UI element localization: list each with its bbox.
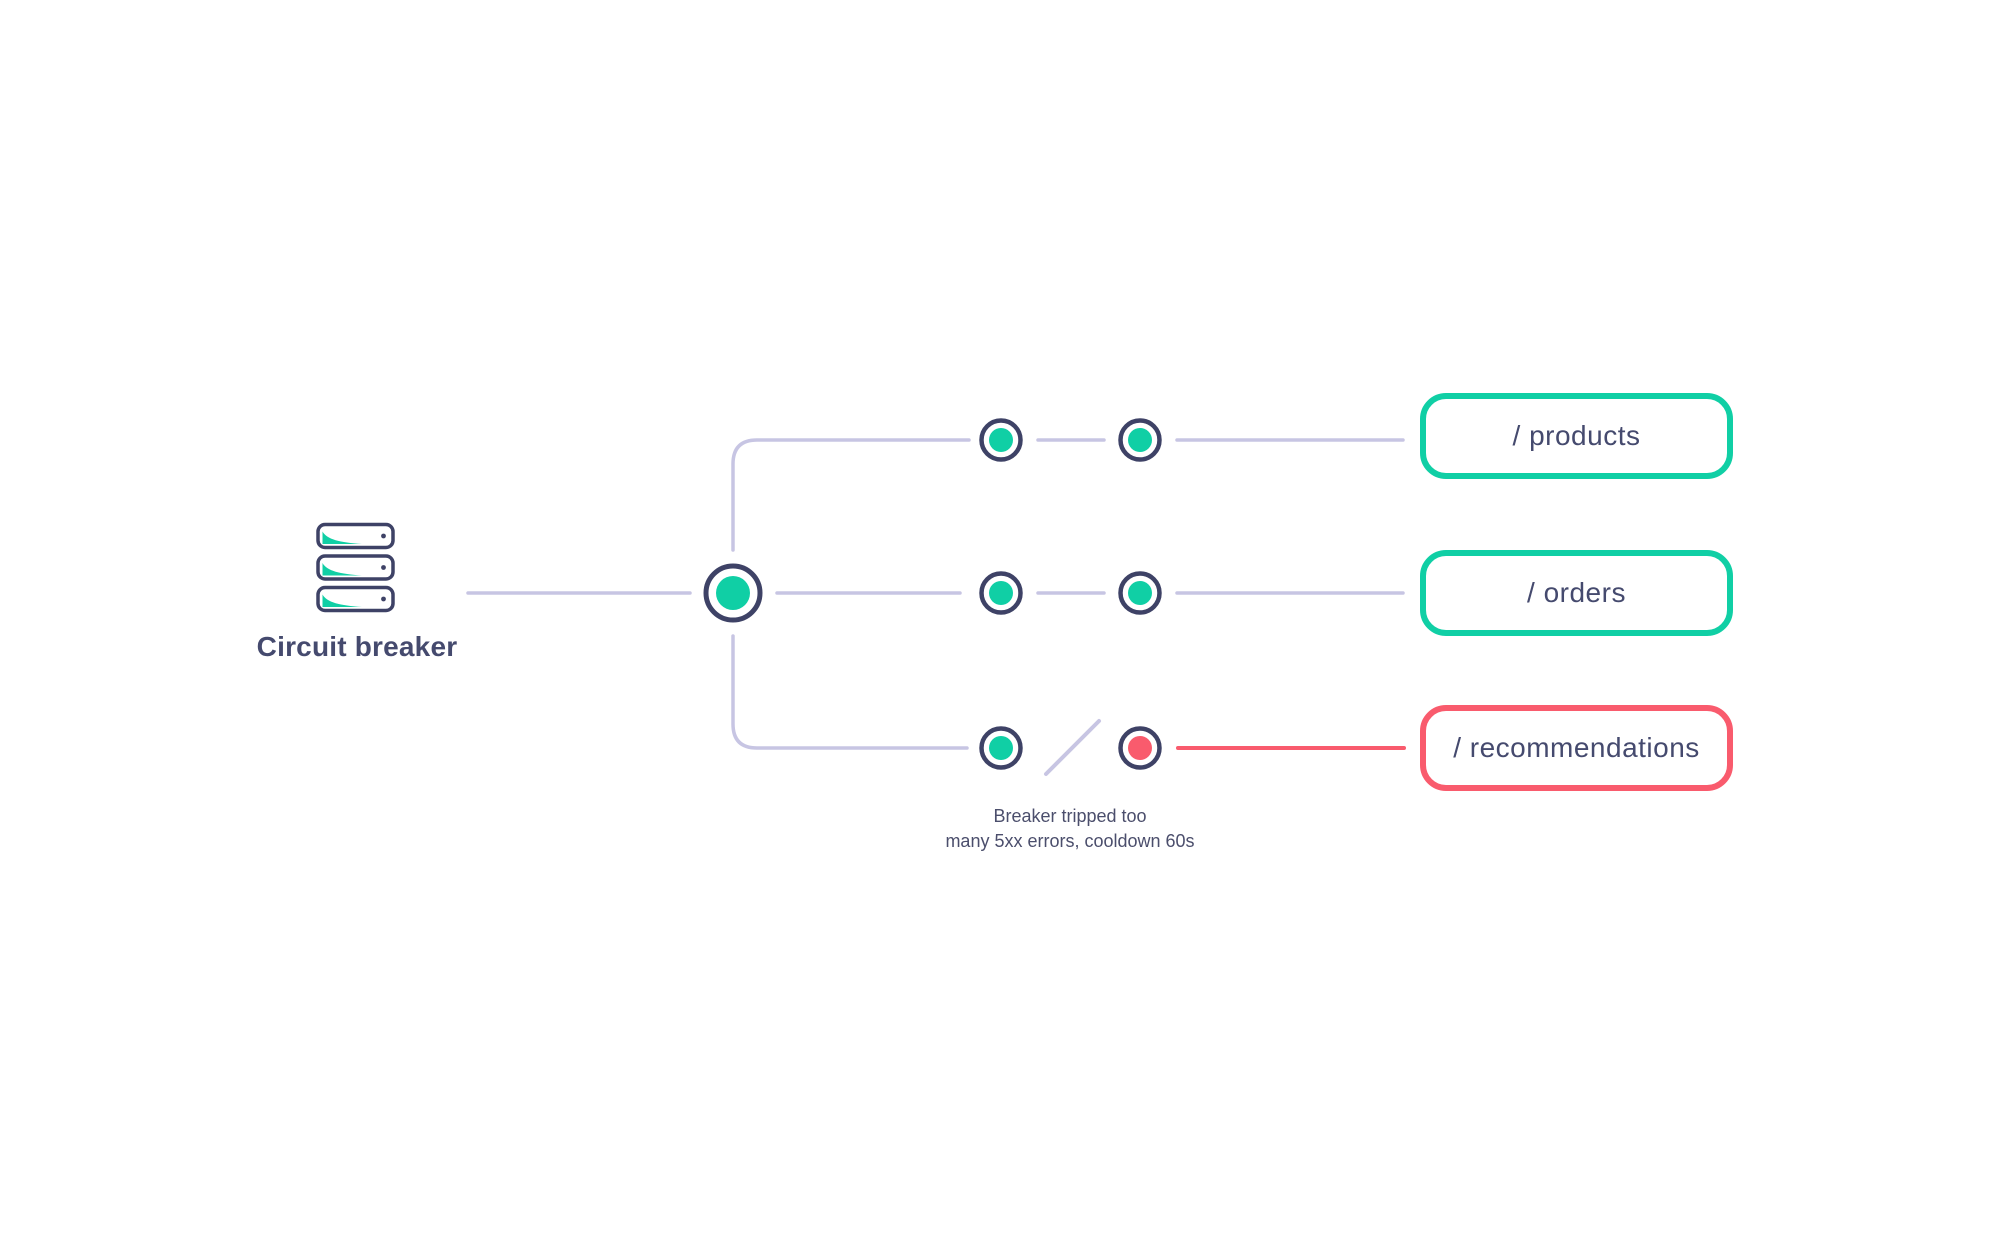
server-unit [316,585,395,613]
orders-breaker-node-2 [1118,571,1162,615]
endpoint-recommendations-label: / recommendations [1453,732,1700,763]
orders-breaker-node-1 [979,571,1023,615]
node-status-dot [716,576,750,610]
products-breaker-node-2 [1118,418,1162,462]
node-status-dot [1128,428,1152,452]
connector-lines [466,438,1405,750]
server-stack-icon [316,522,395,613]
server-led-dot [381,565,386,570]
server-activity-wedge [322,531,362,544]
source-label: Circuit breaker [256,631,458,662]
endpoint-products-label: / products [1512,420,1641,451]
server-activity-wedge [322,563,362,576]
tripped-caption-line1: Breaker tripped too [993,806,1147,826]
recommendations-breaker-node-1 [979,726,1023,770]
tripped-caption-line2: many 5xx errors, cooldown 60s [945,831,1195,851]
server-unit [316,554,395,581]
server-unit [316,522,395,550]
node-status-dot [989,581,1013,605]
breaker-root-node [703,563,763,623]
server-led-dot [381,533,386,539]
endpoint-recommendations: / recommendations [1420,705,1733,791]
recommendations-breaker-node-2 [1118,726,1162,770]
node-status-dot [989,736,1013,760]
node-status-dot [1128,581,1152,605]
node-status-dot [989,428,1013,452]
server-led-dot [381,596,386,602]
open-circuit-slash-icon [1044,719,1101,776]
branch-to-products-row [731,438,971,552]
products-breaker-node-1 [979,418,1023,462]
branch-to-recommendations-row [731,634,969,750]
tripped-caption: Breaker tripped too many 5xx errors, coo… [870,804,1270,854]
node-error-dot [1128,736,1152,760]
endpoint-orders: / orders [1420,550,1733,636]
endpoint-products: / products [1420,393,1733,479]
server-activity-wedge [322,594,362,607]
endpoint-orders-label: / orders [1527,577,1626,608]
